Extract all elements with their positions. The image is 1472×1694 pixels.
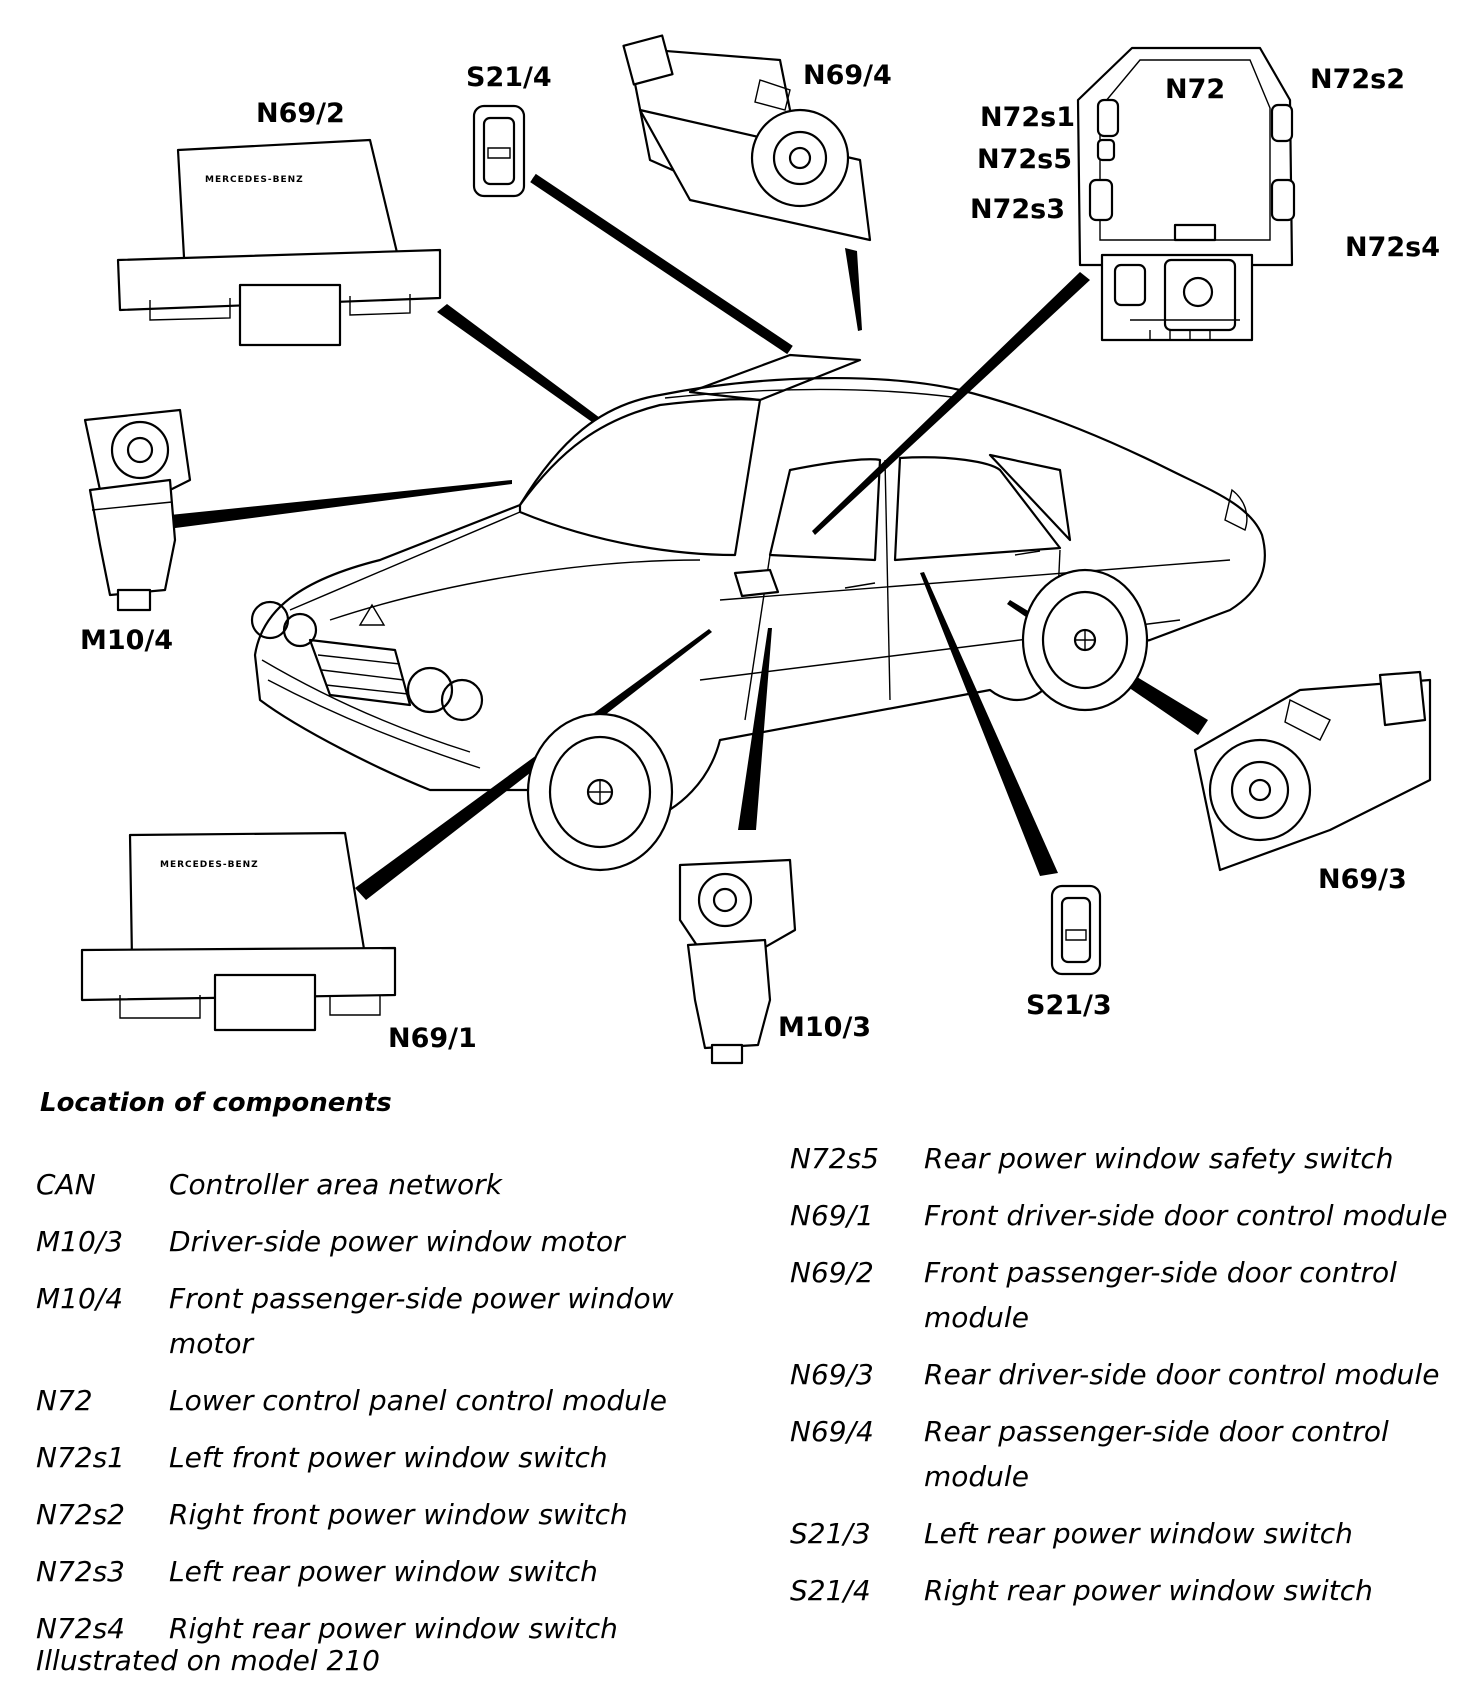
legend-code: S21/3: [790, 1517, 871, 1550]
legend-code: N69/4: [790, 1415, 874, 1448]
legend-desc: Left rear power window switch: [924, 1517, 1353, 1550]
callout-n72s5: N72s5: [977, 144, 1073, 175]
legend-row: N69/4 Rear passenger-side door control mo…: [790, 1409, 1462, 1499]
legend-row: N72s1 Left front power window switch: [36, 1435, 716, 1480]
legend-desc: Right front power window switch: [169, 1498, 628, 1531]
legend-row: N72s5 Rear power window safety switch: [790, 1136, 1462, 1181]
diagram-artwork: MERCEDES-BENZ: [80, 34, 1432, 1065]
callout-s21-3: S21/3: [1026, 990, 1112, 1021]
leader-s21-4-tip: [532, 176, 791, 352]
legend-code: M10/3: [36, 1225, 124, 1258]
legend-row: N69/3 Rear driver-side door control modul…: [790, 1352, 1462, 1397]
legend-code: N69/3: [790, 1358, 874, 1391]
callout-s21-4: S21/4: [466, 62, 552, 93]
module-n69-1: MERCEDES-BENZ: [80, 831, 397, 1032]
legend-code: N72: [36, 1384, 93, 1417]
legend-row: N72s4 Right rear power window switch: [36, 1606, 716, 1651]
legend-code: S21/4: [790, 1574, 871, 1607]
legend-desc: Front driver-side door control module: [924, 1199, 1448, 1232]
motor-m10-3: [678, 858, 797, 1065]
component-location-diagram: MERCEDES-BENZ: [80, 34, 1441, 1065]
motor-n69-4: [622, 34, 872, 242]
module-n69-1-brand: MERCEDES-BENZ: [160, 860, 259, 870]
leader-m10-3: [738, 628, 772, 830]
switch-n72s5: [1096, 138, 1116, 162]
legend-row: CAN Controller area network: [36, 1162, 716, 1207]
legend-row: N72s3 Left rear power window switch: [36, 1549, 716, 1594]
callout-n69-2: N69/2: [256, 98, 345, 129]
legend-code: M10/4: [36, 1282, 124, 1315]
callout-m10-3: M10/3: [778, 1012, 872, 1043]
callout-n69-1: N69/1: [388, 1023, 477, 1054]
legend-code: N72s5: [790, 1142, 879, 1175]
legend-code: N72s3: [36, 1555, 125, 1588]
legend-left-column: CAN Controller area network M10/3 Driver-s…: [36, 1162, 716, 1663]
legend-code: N69/1: [790, 1199, 874, 1232]
switch-n72s4: [1270, 178, 1296, 222]
legend-desc: Right rear power window switch: [169, 1612, 618, 1645]
panel-n72: [1076, 46, 1296, 342]
legend-desc: Right rear power window switch: [924, 1574, 1373, 1607]
legend-row: N72s2 Right front power window switch: [36, 1492, 716, 1537]
callout-m10-4: M10/4: [80, 625, 174, 656]
legend-row: M10/3 Driver-side power window motor: [36, 1219, 716, 1264]
legend-desc: Left front power window switch: [169, 1441, 608, 1474]
legend-desc: Driver-side power window motor: [169, 1225, 625, 1258]
legend-row: N72 Lower control panel control module: [36, 1378, 716, 1423]
leader-n69-4: [845, 248, 862, 331]
legend-row: S21/4 Right rear power window switch: [790, 1568, 1462, 1613]
switch-n72s1: [1096, 98, 1120, 138]
switch-n72s3: [1088, 178, 1114, 222]
legend-desc: Front passenger-side power window motor: [169, 1282, 674, 1360]
motor-m10-4: [83, 408, 192, 612]
switch-s21-4: [472, 104, 526, 198]
legend-row: N69/1 Front driver-side door control modu…: [790, 1193, 1462, 1238]
legend-code: CAN: [36, 1168, 96, 1201]
callout-n72s1: N72s1: [980, 102, 1076, 133]
leader-n69-2: [437, 304, 600, 422]
legend-row: S21/3 Left rear power window switch: [790, 1511, 1462, 1556]
switch-n72s2: [1270, 103, 1294, 143]
leader-n72: [812, 272, 1090, 535]
callout-n72s4: N72s4: [1345, 232, 1441, 263]
legend-code: N72s2: [36, 1498, 125, 1531]
legend-desc: Controller area network: [169, 1168, 502, 1201]
legend-right-column: N72s5 Rear power window safety switch N69…: [790, 1136, 1462, 1625]
motor-n69-3: [1193, 670, 1432, 872]
callout-n72s2: N72s2: [1310, 64, 1406, 95]
legend-desc: Front passenger-side door control module: [924, 1256, 1397, 1334]
legend-desc: Rear passenger-side door control module: [924, 1415, 1389, 1493]
legend-desc: Rear power window safety switch: [924, 1142, 1394, 1175]
footnote: Illustrated on model 210: [36, 1644, 380, 1677]
legend-row: N69/2 Front passenger-side door control m…: [790, 1250, 1462, 1340]
switch-s21-3: [1050, 884, 1102, 976]
callout-n69-4: N69/4: [803, 60, 892, 91]
legend-desc: Left rear power window switch: [169, 1555, 598, 1588]
callout-n72s3: N72s3: [970, 194, 1066, 225]
legend-desc: Lower control panel control module: [169, 1384, 667, 1417]
car-illustration: [250, 353, 1266, 872]
legend-code: N72s4: [36, 1612, 125, 1645]
legend-row: M10/4 Front passenger-side power window m…: [36, 1276, 716, 1366]
module-n69-2-brand: MERCEDES-BENZ: [205, 175, 304, 185]
legend-desc: Rear driver-side door control module: [924, 1358, 1440, 1391]
legend-code: N69/2: [790, 1256, 874, 1289]
leader-m10-4: [160, 480, 512, 530]
legend-code: N72s1: [36, 1441, 125, 1474]
callout-n69-3: N69/3: [1318, 864, 1407, 895]
callout-n72: N72: [1165, 74, 1226, 105]
legend-title: Location of components: [40, 1088, 392, 1118]
module-n69-2: MERCEDES-BENZ: [116, 138, 442, 347]
